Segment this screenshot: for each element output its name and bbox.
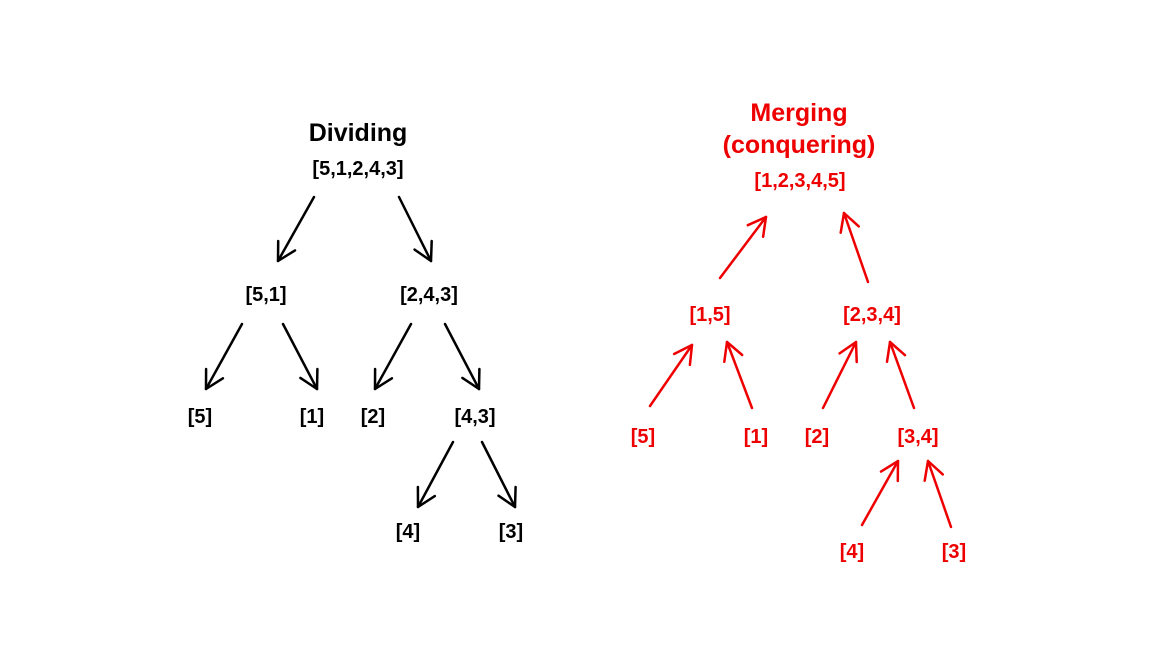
dividing-arrow-right-left (373, 322, 413, 391)
dividing-arrow-root-left (276, 195, 316, 263)
merging-arrow-right-root (839, 211, 870, 284)
merging-left-right-leaf: [1] (743, 426, 769, 448)
dividing-arrow-rr-left (416, 440, 455, 509)
merging-right-right-node: [3,4] (897, 426, 939, 448)
merging-title-line2: (conquering) (722, 131, 876, 159)
merging-left-node: [1,5] (689, 304, 731, 326)
merging-arrow-rr-right (885, 340, 916, 410)
merging-left-left-leaf: [5] (630, 426, 656, 448)
merging-arrow-lr-left (723, 340, 754, 410)
dividing-right-right-right-leaf: [3] (498, 521, 524, 543)
dividing-right-right-node: [4,3] (454, 406, 496, 428)
merging-title-line1: Merging (750, 99, 848, 127)
merging-title: Merging (conquering) (723, 97, 876, 161)
dividing-left-node: [5,1] (245, 284, 287, 306)
dividing-right-right-left-leaf: [4] (395, 521, 421, 543)
dividing-title: Dividing (308, 119, 408, 147)
merging-right-node: [2,3,4] (843, 304, 901, 326)
merging-root-node: [1,2,3,4,5] (754, 170, 846, 192)
merging-right-left-leaf: [2] (804, 426, 830, 448)
dividing-right-node: [2,4,3] (400, 284, 458, 306)
merging-arrow-left-root (718, 215, 768, 280)
dividing-arrow-left-left (204, 322, 244, 391)
dividing-arrow-left-right (281, 322, 319, 391)
merging-arrow-ll-left (648, 343, 694, 408)
dividing-root-node: [5,1,2,4,3] (312, 158, 404, 180)
merging-arrow-rl-right (821, 340, 858, 410)
merging-arrows (648, 211, 953, 529)
merging-right-right-right-leaf: [3] (941, 541, 967, 563)
dividing-right-left-leaf: [2] (360, 406, 386, 428)
dividing-arrow-root-right (397, 195, 433, 263)
dividing-left-left-leaf: [5] (187, 406, 213, 428)
merging-arrow-rrr-rr (923, 459, 953, 529)
dividing-left-right-leaf: [1] (299, 406, 325, 428)
merging-right-right-left-leaf: [4] (839, 541, 865, 563)
dividing-arrows (204, 195, 517, 509)
merging-arrow-rrl-rr (860, 459, 900, 527)
dividing-arrow-rr-right (480, 440, 517, 509)
dividing-arrow-right-right (443, 322, 481, 391)
